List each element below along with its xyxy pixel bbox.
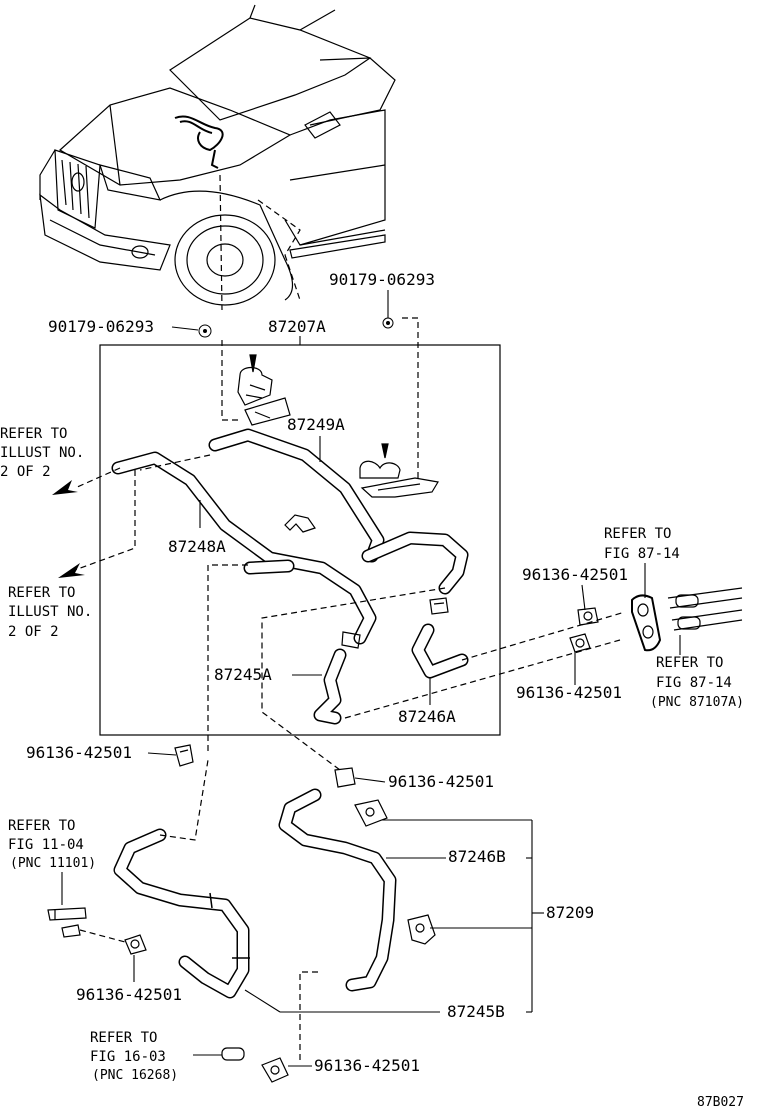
label-hose-87245b: 87245B xyxy=(447,1002,505,1021)
svg-text:FIG 87-14: FIG 87-14 xyxy=(656,675,732,691)
label-bolt-top-right: 90179-06293 xyxy=(329,270,435,289)
svg-text:ILLUST NO.: ILLUST NO. xyxy=(8,604,92,620)
label-bolt-top-left: 90179-06293 xyxy=(48,317,154,336)
hose-87246a-upper xyxy=(361,531,469,595)
label-hose-87246b: 87246B xyxy=(448,847,506,866)
bolt-icon xyxy=(198,324,212,338)
clip-center xyxy=(284,514,316,533)
label-hose-87248a: 87248A xyxy=(168,537,226,556)
refer-fig-16-03: REFER TO FIG 16-03 (PNC 16268) xyxy=(90,1030,222,1083)
hose-87246b: 87246B xyxy=(278,788,506,992)
refer-fig-11-04: REFER TO FIG 11-04 (PNC 11101) xyxy=(8,818,96,905)
clamp-icon xyxy=(261,1057,289,1083)
svg-text:REFER TO: REFER TO xyxy=(8,818,75,834)
assembly-box-upper xyxy=(99,344,501,736)
clamp-icon xyxy=(174,744,194,767)
label-clamp-left: 96136-42501 xyxy=(26,743,132,762)
refer-fig-87-14-upper: REFER TO FIG 87-14 xyxy=(604,526,680,598)
svg-text:(PNC 16268): (PNC 16268) xyxy=(92,1068,178,1083)
svg-text:REFER TO: REFER TO xyxy=(656,655,723,671)
clamp-icon xyxy=(124,934,147,955)
label-clamp-mid-upper: 96136-42501 xyxy=(522,565,628,584)
grommet-icon xyxy=(631,594,662,652)
refer-illust-upper: REFER TO ILLUST NO. 2 OF 2 xyxy=(0,426,84,480)
svg-text:REFER TO: REFER TO xyxy=(90,1030,157,1046)
svg-text:REFER TO: REFER TO xyxy=(604,526,671,542)
arrow-left-icon xyxy=(58,563,85,578)
svg-text:ILLUST NO.: ILLUST NO. xyxy=(0,445,84,461)
svg-text:FIG 87-14: FIG 87-14 xyxy=(604,546,680,562)
bolt-icon xyxy=(382,317,394,329)
diagram-code: 87B027 xyxy=(697,1095,744,1110)
clamp-icon xyxy=(569,607,599,653)
clamp-icon xyxy=(407,914,436,945)
svg-text:REFER TO: REFER TO xyxy=(8,585,75,601)
label-hose-87245a: 87245A xyxy=(214,665,272,684)
label-hose-87246a: 87246A xyxy=(398,707,456,726)
hose-87246a: 87246A xyxy=(398,623,469,726)
hose-87245b xyxy=(113,828,250,999)
pipe-fitting-icon xyxy=(47,907,87,938)
arrow-left-icon xyxy=(52,480,78,495)
vehicle-leaders xyxy=(219,174,301,311)
refer-illust-lower: REFER TO ILLUST NO. 2 OF 2 xyxy=(8,585,92,640)
vehicle-illustration xyxy=(39,4,396,306)
svg-text:2 OF 2: 2 OF 2 xyxy=(8,624,59,640)
svg-text:REFER TO: REFER TO xyxy=(0,426,67,442)
svg-text:2 OF 2: 2 OF 2 xyxy=(0,464,51,480)
assy-87209-bracket: 87209 xyxy=(382,819,594,1012)
label-clamp-mid-lower: 96136-42501 xyxy=(516,683,622,702)
svg-text:FIG 11-04: FIG 11-04 xyxy=(8,837,84,853)
label-clamp-lower-left: 96136-42501 xyxy=(76,985,182,1004)
label-hose-87249a: 87249A xyxy=(287,415,345,434)
pipe-fitting-icon xyxy=(221,1047,245,1061)
bracket-clip-right xyxy=(359,443,439,498)
bolt-callouts: 90179-06293 90179-06293 87207A xyxy=(48,270,435,345)
label-assy-upper: 87207A xyxy=(268,317,326,336)
bracket-clip-upper xyxy=(237,354,291,426)
svg-text:(PNC 11101): (PNC 11101) xyxy=(10,856,96,871)
refer-fig-87-14-lower: REFER TO FIG 87-14 (PNC 87107A) xyxy=(650,635,744,710)
hose-87248a: 87248A xyxy=(111,451,377,645)
label-clamp-bottom: 96136-42501 xyxy=(314,1056,420,1075)
heater-pipes xyxy=(667,587,743,631)
clamp-icon xyxy=(354,799,388,827)
clamp-icon xyxy=(341,597,449,649)
label-clamp-center: 96136-42501 xyxy=(388,772,494,791)
label-assy-lower: 87209 xyxy=(546,903,594,922)
hose-87249a: 87249A xyxy=(208,415,385,563)
svg-text:(PNC 87107A): (PNC 87107A) xyxy=(650,695,744,710)
hose-87245a: 87245A xyxy=(214,648,347,725)
svg-text:FIG 16-03: FIG 16-03 xyxy=(90,1049,166,1065)
clamp-icon xyxy=(334,767,356,788)
